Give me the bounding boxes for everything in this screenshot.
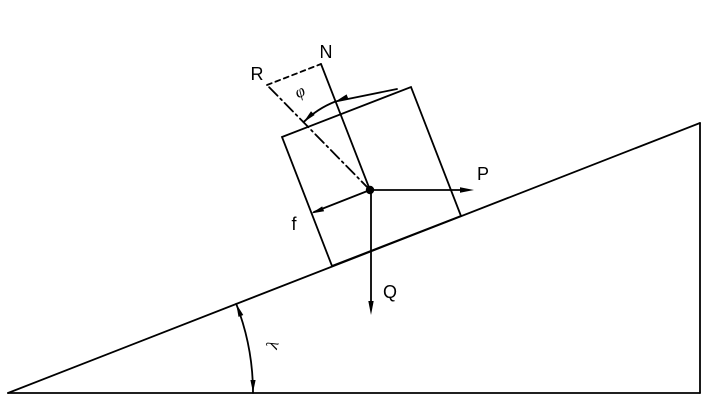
incline-angle-arrowhead-bottom: [250, 380, 256, 393]
friction-arrowhead: [311, 206, 325, 214]
resultant-label: R: [251, 64, 264, 84]
normal-force-label: N: [320, 42, 333, 62]
horizontal-force-arrowhead: [460, 187, 474, 193]
incline-angle-arc: [235, 302, 254, 394]
friction-force-line: [313, 189, 371, 213]
load-label: Q: [383, 282, 397, 302]
resultant-line: [266, 84, 371, 191]
friction-angle-arrowhead-right: [335, 94, 349, 102]
friction-angle-label: φ: [292, 81, 309, 102]
block-outline: [280, 85, 463, 268]
friction-label: f: [291, 214, 297, 234]
load-arrowhead: [368, 301, 374, 315]
horizontal-force-label: P: [477, 164, 489, 184]
resultant-normal-dashed-connector: [266, 63, 322, 86]
incline-angle-label: λ: [262, 339, 283, 352]
incline-angle-arrowhead-top: [236, 303, 244, 317]
normal-force-line: [320, 63, 371, 191]
friction-angle-arrowhead-left: [303, 111, 315, 123]
force-origin-dot: [365, 185, 375, 195]
